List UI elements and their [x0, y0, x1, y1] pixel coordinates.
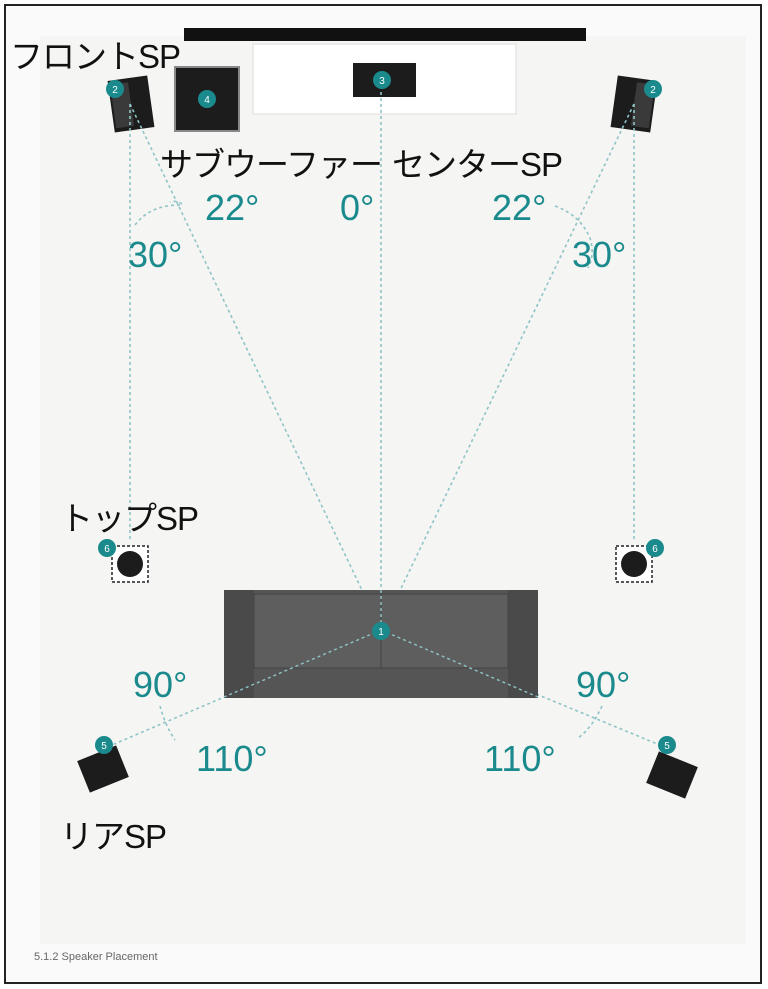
marker-listener: 1 [372, 622, 390, 640]
angle-front-left-inner: 22° [205, 187, 260, 228]
angle-rear-right-inner: 90° [576, 664, 631, 705]
rear-right-speaker [646, 751, 698, 799]
tv-screen [184, 28, 586, 41]
marker-front-left: 2 [106, 80, 124, 98]
diagram-frame [4, 4, 762, 984]
svg-text:5: 5 [664, 741, 670, 752]
front-speaker-label: フロントSP [10, 38, 181, 75]
marker-subwoofer: 4 [198, 90, 216, 108]
rear-speaker-label: リアSP [60, 818, 167, 855]
marker-center: 3 [373, 71, 391, 89]
angle-rear-left-inner: 90° [133, 664, 188, 705]
svg-text:6: 6 [652, 544, 658, 555]
angle-front-left-outer: 30° [128, 234, 183, 275]
marker-top-left: 6 [98, 539, 116, 557]
marker-rear-left: 5 [95, 736, 113, 754]
top-speaker-label: トップSP [60, 500, 199, 537]
angle-rear-left-outer: 110° [196, 738, 268, 779]
rear-left-speaker [77, 745, 129, 793]
svg-text:2: 2 [112, 85, 118, 96]
marker-rear-right: 5 [658, 736, 676, 754]
svg-text:6: 6 [104, 544, 110, 555]
subwoofer-label: サブウーファー [160, 146, 383, 183]
angle-front-right-outer: 30° [572, 234, 627, 275]
top-right-speaker [615, 545, 653, 583]
sofa [224, 590, 538, 698]
svg-text:1: 1 [378, 627, 384, 638]
marker-front-right: 2 [644, 80, 662, 98]
center-speaker-label: センターSP [392, 146, 563, 183]
angle-front-right-inner: 22° [492, 187, 547, 228]
sofa-guides [223, 590, 539, 698]
figure-caption: 5.1.2 Speaker Placement [34, 951, 158, 963]
marker-top-right: 6 [646, 539, 664, 557]
room-floor [40, 36, 746, 944]
svg-text:2: 2 [650, 85, 656, 96]
svg-text:3: 3 [379, 76, 385, 87]
angle-center: 0° [340, 187, 375, 228]
top-left-speaker [111, 545, 149, 583]
svg-text:4: 4 [204, 95, 210, 106]
tv-stand [252, 43, 517, 115]
svg-text:5: 5 [101, 741, 107, 752]
angle-rear-right-outer: 110° [484, 738, 556, 779]
